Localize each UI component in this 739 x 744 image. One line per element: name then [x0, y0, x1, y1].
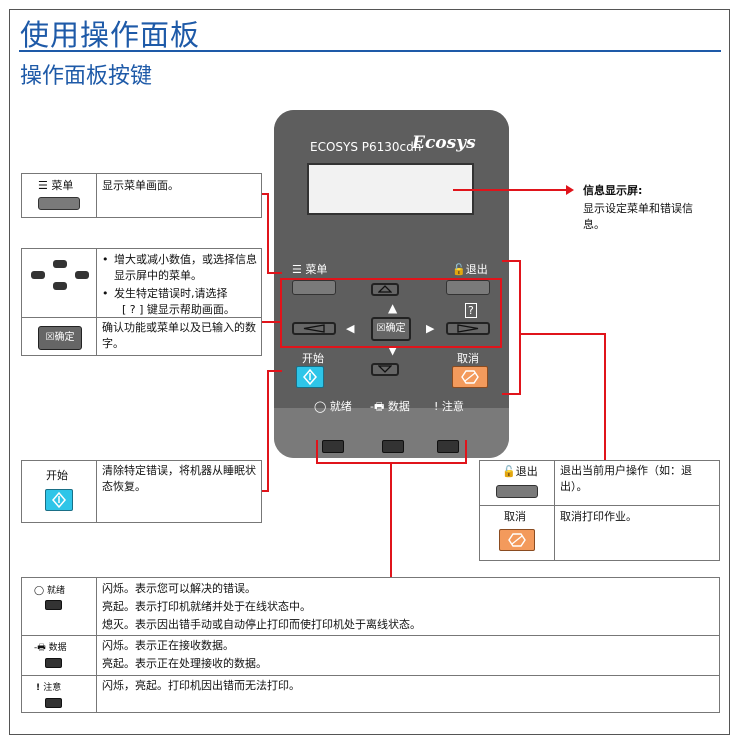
lock-icon: 🔓 — [452, 263, 466, 276]
section-title: 操作面板按键 — [20, 64, 153, 89]
panel-exit-button[interactable] — [446, 280, 490, 295]
cancel-callout-desc: 取消打印作业。 — [560, 510, 637, 523]
start-callout-desc: 清除特定错误，将机器从睡眠状态恢复。 — [102, 464, 256, 493]
panel-data-label: -🖶 数据 — [370, 400, 410, 413]
stop-icon — [461, 370, 479, 384]
menu-callout: ☰ 菜单 显示菜单画面。 — [21, 173, 262, 218]
right-button[interactable] — [446, 322, 490, 335]
ok-callout-desc: 确认功能或菜单以及已输入的数字。 — [102, 321, 256, 350]
menu-key-graphic — [38, 197, 80, 210]
title-rule — [19, 50, 721, 52]
model-name: ECOSYS P6130cdn — [310, 140, 422, 154]
up-key-graphic — [53, 260, 67, 268]
right-chevron-icon — [457, 324, 479, 333]
start-key-graphic — [45, 489, 73, 511]
arrows-desc-1: 增大或减小数值，或选择信息显示屏中的菜单。 — [114, 253, 257, 282]
menu-callout-desc: 显示菜单画面。 — [102, 179, 179, 192]
ok-icon: ☒ — [376, 323, 386, 334]
data-key-label: -🖶 数据 — [34, 643, 67, 653]
attention-led-graphic — [45, 698, 62, 708]
down-indicator-icon: ▼ — [388, 343, 398, 357]
arrows-callout: • 增大或减小数值，或选择信息显示屏中的菜单。 • 发生特定错误时,请选择 [ … — [21, 248, 262, 356]
ok-button[interactable]: ☒确定 — [371, 317, 411, 341]
start-icon — [303, 368, 317, 386]
down-chevron-icon — [377, 365, 393, 373]
cancel-key-label: 取消 — [504, 510, 526, 523]
attention-key-label: ! 注意 — [36, 683, 62, 693]
panel-menu-label: ☰ 菜单 — [292, 263, 328, 276]
up-button[interactable] — [371, 283, 399, 296]
indicator-table: ◯ 就绪 闪烁。表示您可以解决的错误。 亮起。表示打印机就绪并处于在线状态中。 … — [21, 577, 720, 713]
arrows-desc-2b: [ ? ] 键显示帮助画面。 — [122, 303, 235, 316]
left-key-graphic — [31, 271, 45, 279]
ecosys-logo: Ecosys — [412, 133, 476, 153]
message-display — [307, 163, 474, 215]
left-indicator-icon: ◀ — [346, 322, 355, 335]
panel-cancel-label: 取消 — [457, 352, 479, 365]
page-frame — [9, 9, 730, 735]
panel-ready-label: ◯ 就绪 — [314, 400, 352, 413]
menu-icon: ☰ — [38, 179, 52, 192]
menu-key-label: ☰ 菜单 — [38, 179, 74, 192]
display-callout-desc: 显示设定菜单和错误信息。 — [583, 202, 693, 231]
down-key-graphic — [53, 282, 67, 290]
ready-icon: ◯ — [314, 400, 330, 413]
ready-line-1: 闪烁。表示您可以解决的错误。 — [102, 582, 256, 595]
panel-start-button[interactable] — [296, 366, 324, 388]
exit-callout-desc: 退出当前用户操作（如：退出）。 — [560, 464, 692, 493]
data-line-2: 亮起。表示正在处理接收的数据。 — [102, 657, 267, 670]
panel-start-label: 开始 — [302, 352, 324, 365]
panel-face — [274, 110, 509, 408]
panel-exit-label: 🔓退出 — [452, 263, 488, 276]
panel-cancel-button[interactable] — [452, 366, 488, 388]
attention-line-1: 闪烁，亮起。打印机因出错而无法打印。 — [102, 679, 300, 692]
up-indicator-icon: ▲ — [388, 301, 398, 315]
start-callout: 开始 清除特定错误，将机器从睡眠状态恢复。 — [21, 460, 262, 523]
up-chevron-icon — [377, 285, 393, 293]
start-key-label: 开始 — [46, 469, 68, 482]
printer-icon: -🖶 — [370, 400, 388, 413]
printer-icon: -🖶 — [34, 643, 49, 653]
start-icon — [52, 491, 66, 509]
arrow-head-icon — [566, 185, 574, 195]
attention-led — [437, 440, 459, 453]
data-line-1: 闪烁。表示正在接收数据。 — [102, 639, 234, 652]
bullet-icon: • — [102, 287, 109, 300]
display-callout-title: 信息显示屏: — [583, 184, 643, 197]
ready-icon: ◯ — [34, 586, 47, 596]
stop-icon — [508, 533, 526, 547]
ok-key-graphic: ☒确定 — [38, 326, 82, 350]
left-chevron-icon — [303, 324, 325, 333]
data-led-graphic — [45, 658, 62, 668]
menu-icon: ☰ — [292, 263, 306, 276]
ready-line-3: 熄灭。表示因出错手动或自动停止打印而使打印机处于离线状态。 — [102, 618, 421, 631]
ready-led — [322, 440, 344, 453]
ready-led-graphic — [45, 600, 62, 610]
cancel-key-graphic — [499, 529, 535, 551]
attention-icon: ! — [434, 400, 442, 413]
page-title: 使用操作面板 — [20, 18, 201, 52]
right-key-graphic — [75, 271, 89, 279]
help-icon: ? — [465, 303, 477, 318]
exit-cancel-callout: 🔓退出 退出当前用户操作（如：退出）。 取消 取消打印作业。 — [479, 460, 720, 561]
data-led — [382, 440, 404, 453]
right-indicator-icon: ▶ — [426, 322, 435, 335]
panel-attention-label: ! 注意 — [434, 400, 464, 413]
arrows-desc-2a: 发生特定错误时,请选择 — [114, 287, 228, 300]
down-button[interactable] — [371, 363, 399, 376]
operation-panel: ECOSYS P6130cdn Ecosys ☰ 菜单 🔓退出 ▲ ? ◀ ☒确… — [274, 110, 509, 458]
exit-key-label: 🔓退出 — [502, 465, 538, 478]
arrow-keys-highlight — [280, 278, 502, 348]
ready-key-label: ◯ 就绪 — [34, 586, 65, 596]
panel-menu-button[interactable] — [292, 280, 336, 295]
left-button[interactable] — [292, 322, 336, 335]
attention-icon: ! — [36, 683, 44, 693]
ready-line-2: 亮起。表示打印机就绪并处于在线状态中。 — [102, 600, 311, 613]
lock-icon: 🔓 — [502, 465, 516, 478]
bullet-icon: • — [102, 253, 109, 266]
ok-icon: ☒ — [45, 332, 55, 343]
exit-key-graphic — [496, 485, 538, 498]
